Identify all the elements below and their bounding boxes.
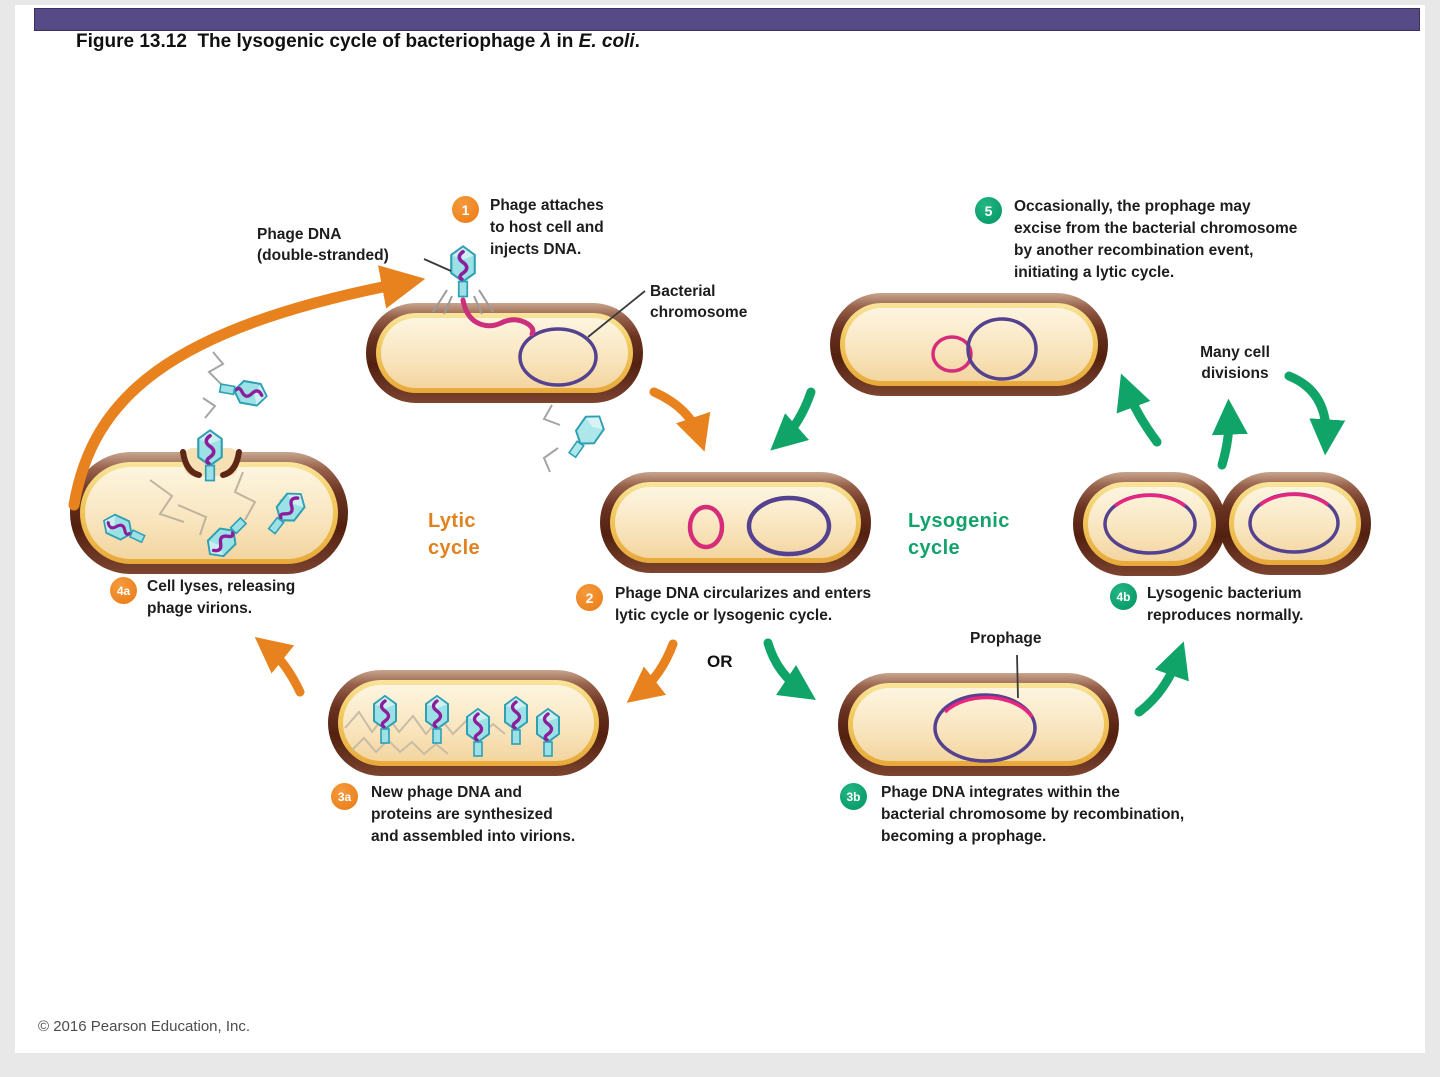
title-mid: in: [551, 31, 579, 52]
bacterial-cell-infected: [366, 303, 643, 403]
bacterial-cell-virion-assembly: [328, 670, 609, 776]
lambda-symbol: λ: [540, 31, 552, 52]
step-text-5: Occasionally, the prophage may excise fr…: [1014, 198, 1298, 281]
bacterial-cell-excising-prophage: [830, 293, 1108, 396]
step-badge-2: 2: [576, 584, 603, 611]
label-prophage: Prophage: [970, 630, 1042, 647]
step-badge-4b: 4b: [1110, 583, 1137, 610]
or-connector: OR: [707, 652, 733, 671]
title-prefix: Figure 13.12 The lysogenic cycle of bact…: [76, 31, 541, 52]
species-name: E. coli: [578, 31, 635, 52]
step-badge-3a: 3a: [331, 783, 358, 810]
step-badge-4a: 4a: [110, 577, 137, 604]
cycle-label-lysogenic: Lysogenic cycle: [908, 510, 1010, 559]
bacterial-cell-prophage: [838, 673, 1119, 776]
bacterial-cell-dividing-left: [1073, 472, 1226, 576]
step-text-3b: Phage DNA integrates within the bacteria…: [881, 784, 1185, 845]
bacterial-cell-circularized-dna: [600, 472, 871, 573]
title-suffix: .: [634, 31, 640, 52]
step-badge-5: 5: [975, 197, 1002, 224]
cycle-label-lytic: Lytic cycle: [428, 510, 481, 559]
copyright-text: © 2016 Pearson Education, Inc.: [38, 1018, 251, 1035]
step-text-3a: New phage DNA and proteins are synthesiz…: [371, 784, 576, 845]
label-bacterial-chromosome: Bacterial chromosome: [650, 283, 748, 321]
step-badge-1: 1: [452, 196, 479, 223]
header-bar: [34, 8, 1420, 31]
step-text-4a: Cell lyses, releasing phage virions.: [147, 578, 296, 617]
bacterial-cell-lysing: [70, 452, 348, 574]
label-phage-dna: Phage DNA (double-stranded): [257, 226, 389, 264]
step-badge-3b: 3b: [840, 783, 867, 810]
step-text-4b: Lysogenic bacterium reproduces normally.: [1147, 585, 1304, 624]
figure-title: Figure 13.12 The lysogenic cycle of bact…: [76, 31, 640, 53]
label-many-cell-divisions: Many cell divisions: [1200, 344, 1270, 382]
bacterial-cell-dividing-right: [1219, 472, 1371, 575]
step-text-2: Phage DNA circularizes and enters lytic …: [615, 585, 872, 624]
step-text-1: Phage attaches to host cell and injects …: [490, 197, 604, 258]
